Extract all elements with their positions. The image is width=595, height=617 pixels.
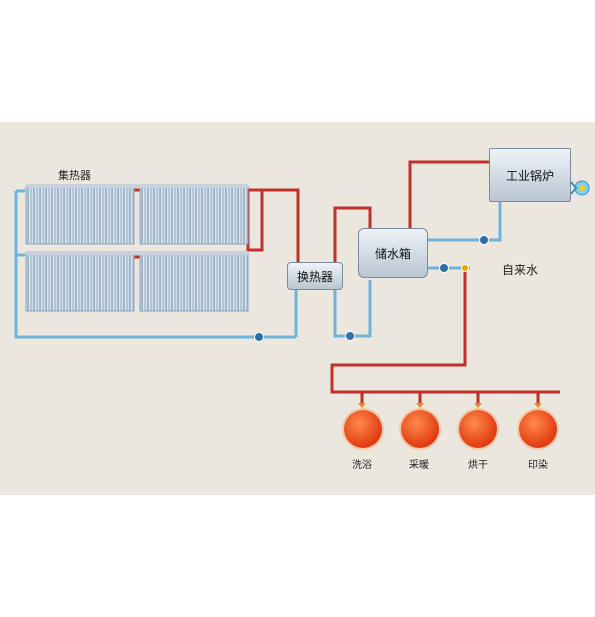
end-use-label: 印染 <box>528 460 548 471</box>
end-use-label: 烘干 <box>468 460 488 471</box>
collector-label: 集热器 <box>58 169 91 182</box>
burner-icon <box>570 180 590 196</box>
diagram-canvas: 集热器 换热器 储水箱 工业锅炉 自来水 洗浴 采暖 烘干 印染 <box>0 122 595 495</box>
collector-panel <box>25 252 135 312</box>
hot-pipes <box>134 160 560 404</box>
storage-tank-label: 储水箱 <box>374 246 411 261</box>
collector-panel <box>139 252 249 312</box>
shower-icon <box>344 410 382 448</box>
solar-collector-panels <box>25 184 249 312</box>
heat-exchanger: 换热器 <box>287 262 343 290</box>
flow-arrows <box>358 403 542 408</box>
industrial-boiler: 工业锅炉 <box>489 148 571 202</box>
heat-exchanger-label: 换热器 <box>296 269 333 284</box>
pump-icon <box>345 331 355 341</box>
end-use-label: 洗浴 <box>352 460 372 471</box>
storage-tank: 储水箱 <box>358 228 428 278</box>
dyeing-icon <box>519 410 557 448</box>
drying-icon <box>459 410 497 448</box>
pump-icon <box>479 235 489 245</box>
collector-panel <box>25 185 135 245</box>
boiler-label: 工业锅炉 <box>505 168 554 183</box>
heating-icon <box>401 410 439 448</box>
pump-icon <box>439 263 449 273</box>
pipe-network <box>14 160 590 408</box>
end-use-label: 采暖 <box>409 460 429 471</box>
collector-panel <box>139 185 249 245</box>
pump-icon <box>254 332 264 342</box>
tap-water-label: 自来水 <box>502 263 539 277</box>
valve-icon <box>461 264 469 272</box>
